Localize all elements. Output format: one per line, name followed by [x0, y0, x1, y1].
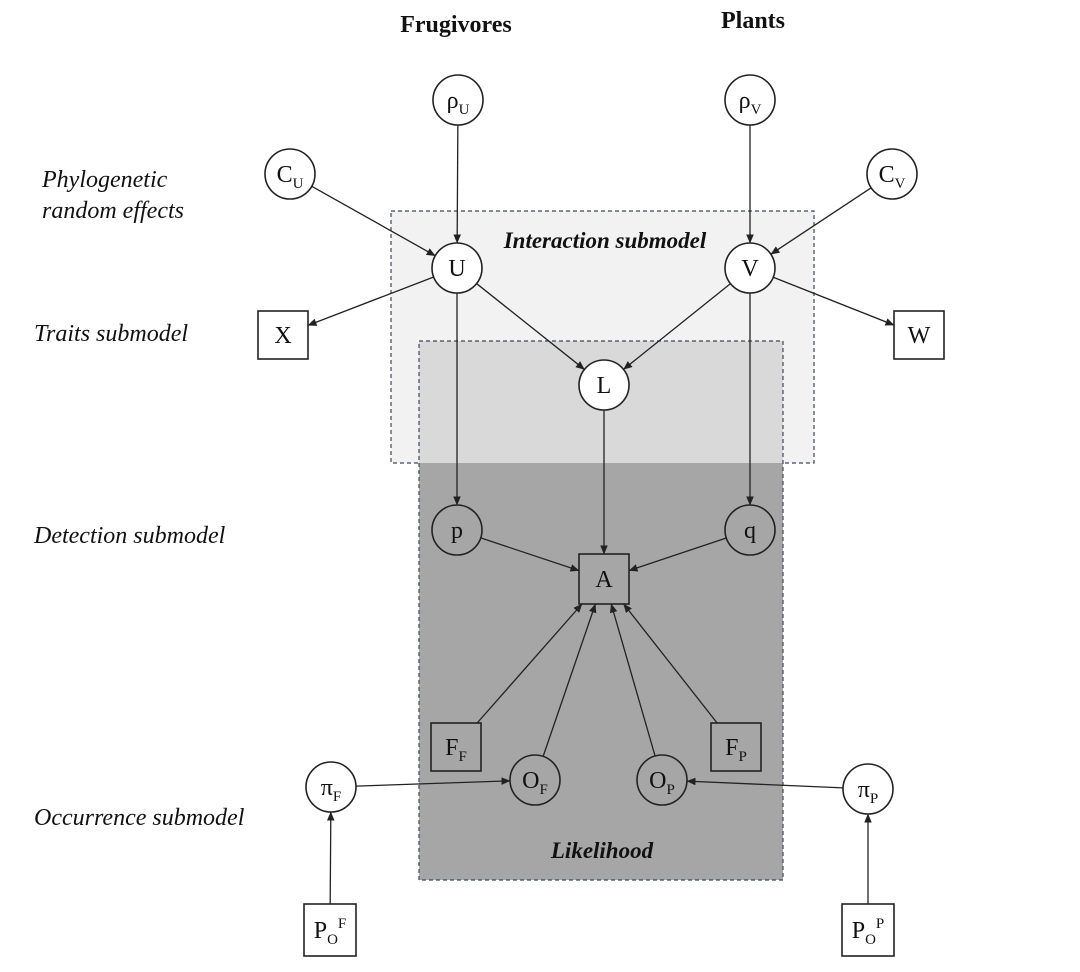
node-o-p-circle	[636, 754, 688, 806]
interaction-panel-label: Interaction submodel	[503, 228, 707, 253]
node-f-f-label: FF	[445, 735, 467, 765]
node-p-label: p	[451, 518, 463, 544]
node-rho-u: ρU	[432, 74, 484, 126]
node-rho-v-circle	[724, 74, 776, 126]
row-label-detection: Detection submodel	[33, 523, 226, 549]
node-p-o-f-box	[303, 903, 357, 957]
edge-v-to-w	[773, 276, 895, 326]
node-x-box	[257, 310, 309, 360]
node-c-v-circle	[866, 148, 918, 200]
node-rho-v-label: ρV	[739, 88, 762, 118]
edge-p-o-f-to-pi-f	[326, 811, 335, 905]
node-x: X	[257, 310, 309, 360]
node-f-f-box	[430, 722, 482, 772]
edge-pi-f-to-o-f	[355, 777, 511, 787]
node-c-v: CV	[866, 148, 918, 200]
node-o-f-circle	[509, 754, 561, 806]
node-v-circle	[724, 242, 776, 294]
node-v-label: V	[741, 256, 759, 282]
row-label-occurrence: Occurrence submodel	[34, 805, 245, 831]
node-rho-v: ρV	[724, 74, 776, 126]
node-a-box	[578, 553, 630, 605]
node-p: p	[431, 504, 483, 556]
node-a: A	[578, 553, 630, 605]
edge-q-to-a	[628, 537, 727, 572]
node-pi-f-label: πF	[321, 775, 341, 805]
node-rho-u-circle	[432, 74, 484, 126]
node-o-f-label: OF	[522, 768, 548, 798]
node-pi-f-circle	[305, 761, 357, 813]
edge-rho-u-to-u	[453, 124, 461, 244]
node-x-label: X	[274, 323, 291, 349]
node-o-f: OF	[509, 754, 561, 806]
edge-f-p-to-a	[623, 603, 718, 724]
node-rho-u-label: ρU	[447, 88, 470, 118]
node-pi-p: πP	[842, 763, 894, 815]
edge-c-v-to-v	[770, 187, 872, 255]
node-w: W	[893, 310, 945, 360]
node-w-label: W	[908, 323, 931, 349]
edge-pi-p-to-o-p	[686, 777, 844, 789]
nodes-layer: ρU ρV CU CV U V X W Lp qA FF FP OF OP πF πP POF POP	[257, 74, 945, 957]
column-header-frugivores: Frugivores	[400, 12, 512, 38]
edge-p-to-a	[480, 537, 580, 572]
row-label-traits: Traits submodel	[34, 321, 188, 347]
node-c-u: CU	[264, 148, 316, 200]
node-c-u-label: CU	[277, 162, 304, 192]
node-o-p-label: OP	[649, 768, 675, 798]
node-u-circle	[431, 242, 483, 294]
node-p-o-p-box	[841, 903, 895, 957]
edge-u-to-l	[476, 283, 585, 370]
likelihood-panel-border	[418, 340, 784, 881]
edges-layer	[307, 124, 895, 905]
edge-f-f-to-a	[476, 603, 583, 724]
likelihood-panel-label: Likelihood	[550, 838, 654, 863]
edge-c-u-to-u	[311, 185, 436, 257]
edge-o-f-to-a	[542, 603, 597, 757]
row-label-phylogenetic-line1: Phylogenetic	[41, 167, 168, 193]
node-l-circle	[578, 359, 630, 411]
node-p-circle	[431, 504, 483, 556]
node-pi-p-label: πP	[858, 777, 878, 807]
edge-o-p-to-a	[609, 603, 656, 757]
node-v: V	[724, 242, 776, 294]
node-p-o-p-label: POP	[852, 916, 885, 948]
node-p-o-f-label: POF	[314, 916, 347, 948]
node-f-p-label: FP	[725, 735, 747, 765]
node-u: U	[431, 242, 483, 294]
node-pi-f: πF	[305, 761, 357, 813]
node-pi-p-circle	[842, 763, 894, 815]
row-label-phylogenetic-line2: random effects	[42, 198, 184, 224]
node-c-u-circle	[264, 148, 316, 200]
node-f-p-box	[710, 722, 762, 772]
node-f-p: FP	[710, 722, 762, 772]
node-q-circle	[724, 504, 776, 556]
node-l: L	[578, 359, 630, 411]
node-f-f: FF	[430, 722, 482, 772]
node-l-label: L	[597, 373, 612, 399]
node-a-label: A	[595, 567, 613, 593]
edge-v-to-l	[623, 283, 731, 370]
node-o-p: OP	[636, 754, 688, 806]
column-header-plants: Plants	[721, 8, 785, 34]
node-c-v-label: CV	[879, 162, 906, 192]
node-u-label: U	[448, 256, 465, 282]
edge-u-to-x	[307, 276, 434, 326]
node-w-box	[893, 310, 945, 360]
node-q: q	[724, 504, 776, 556]
node-q-label: q	[744, 518, 756, 544]
node-p-o-f: POF	[303, 903, 357, 957]
node-p-o-p: POP	[841, 903, 895, 957]
